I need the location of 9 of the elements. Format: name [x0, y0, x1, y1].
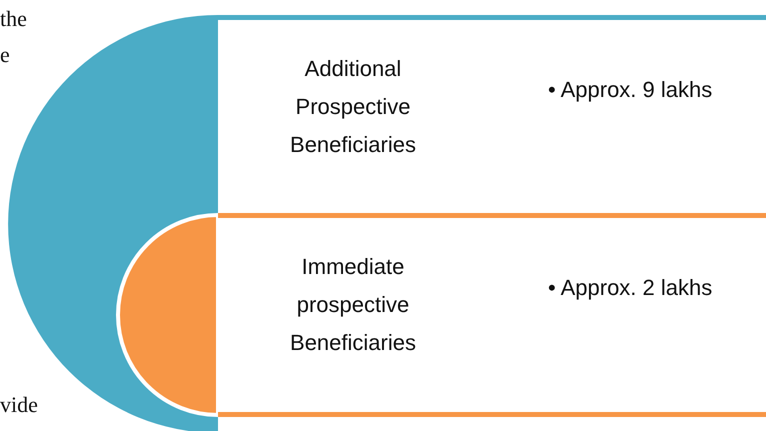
page-text-fragment: e [0, 42, 10, 68]
heading-text: Immediate prospective Beneficiaries [289, 253, 417, 357]
bullet-text: • Approx. 9 lakhs [548, 76, 714, 104]
page-text-fragment: the [0, 6, 27, 32]
heading-text: Additional Prospective Beneficiaries [289, 55, 417, 159]
semicircle-shape [118, 215, 218, 415]
text-panel [218, 213, 766, 417]
bullet-text: • Approx. 2 lakhs [548, 274, 714, 302]
page-text-fragment: vide [0, 392, 38, 418]
